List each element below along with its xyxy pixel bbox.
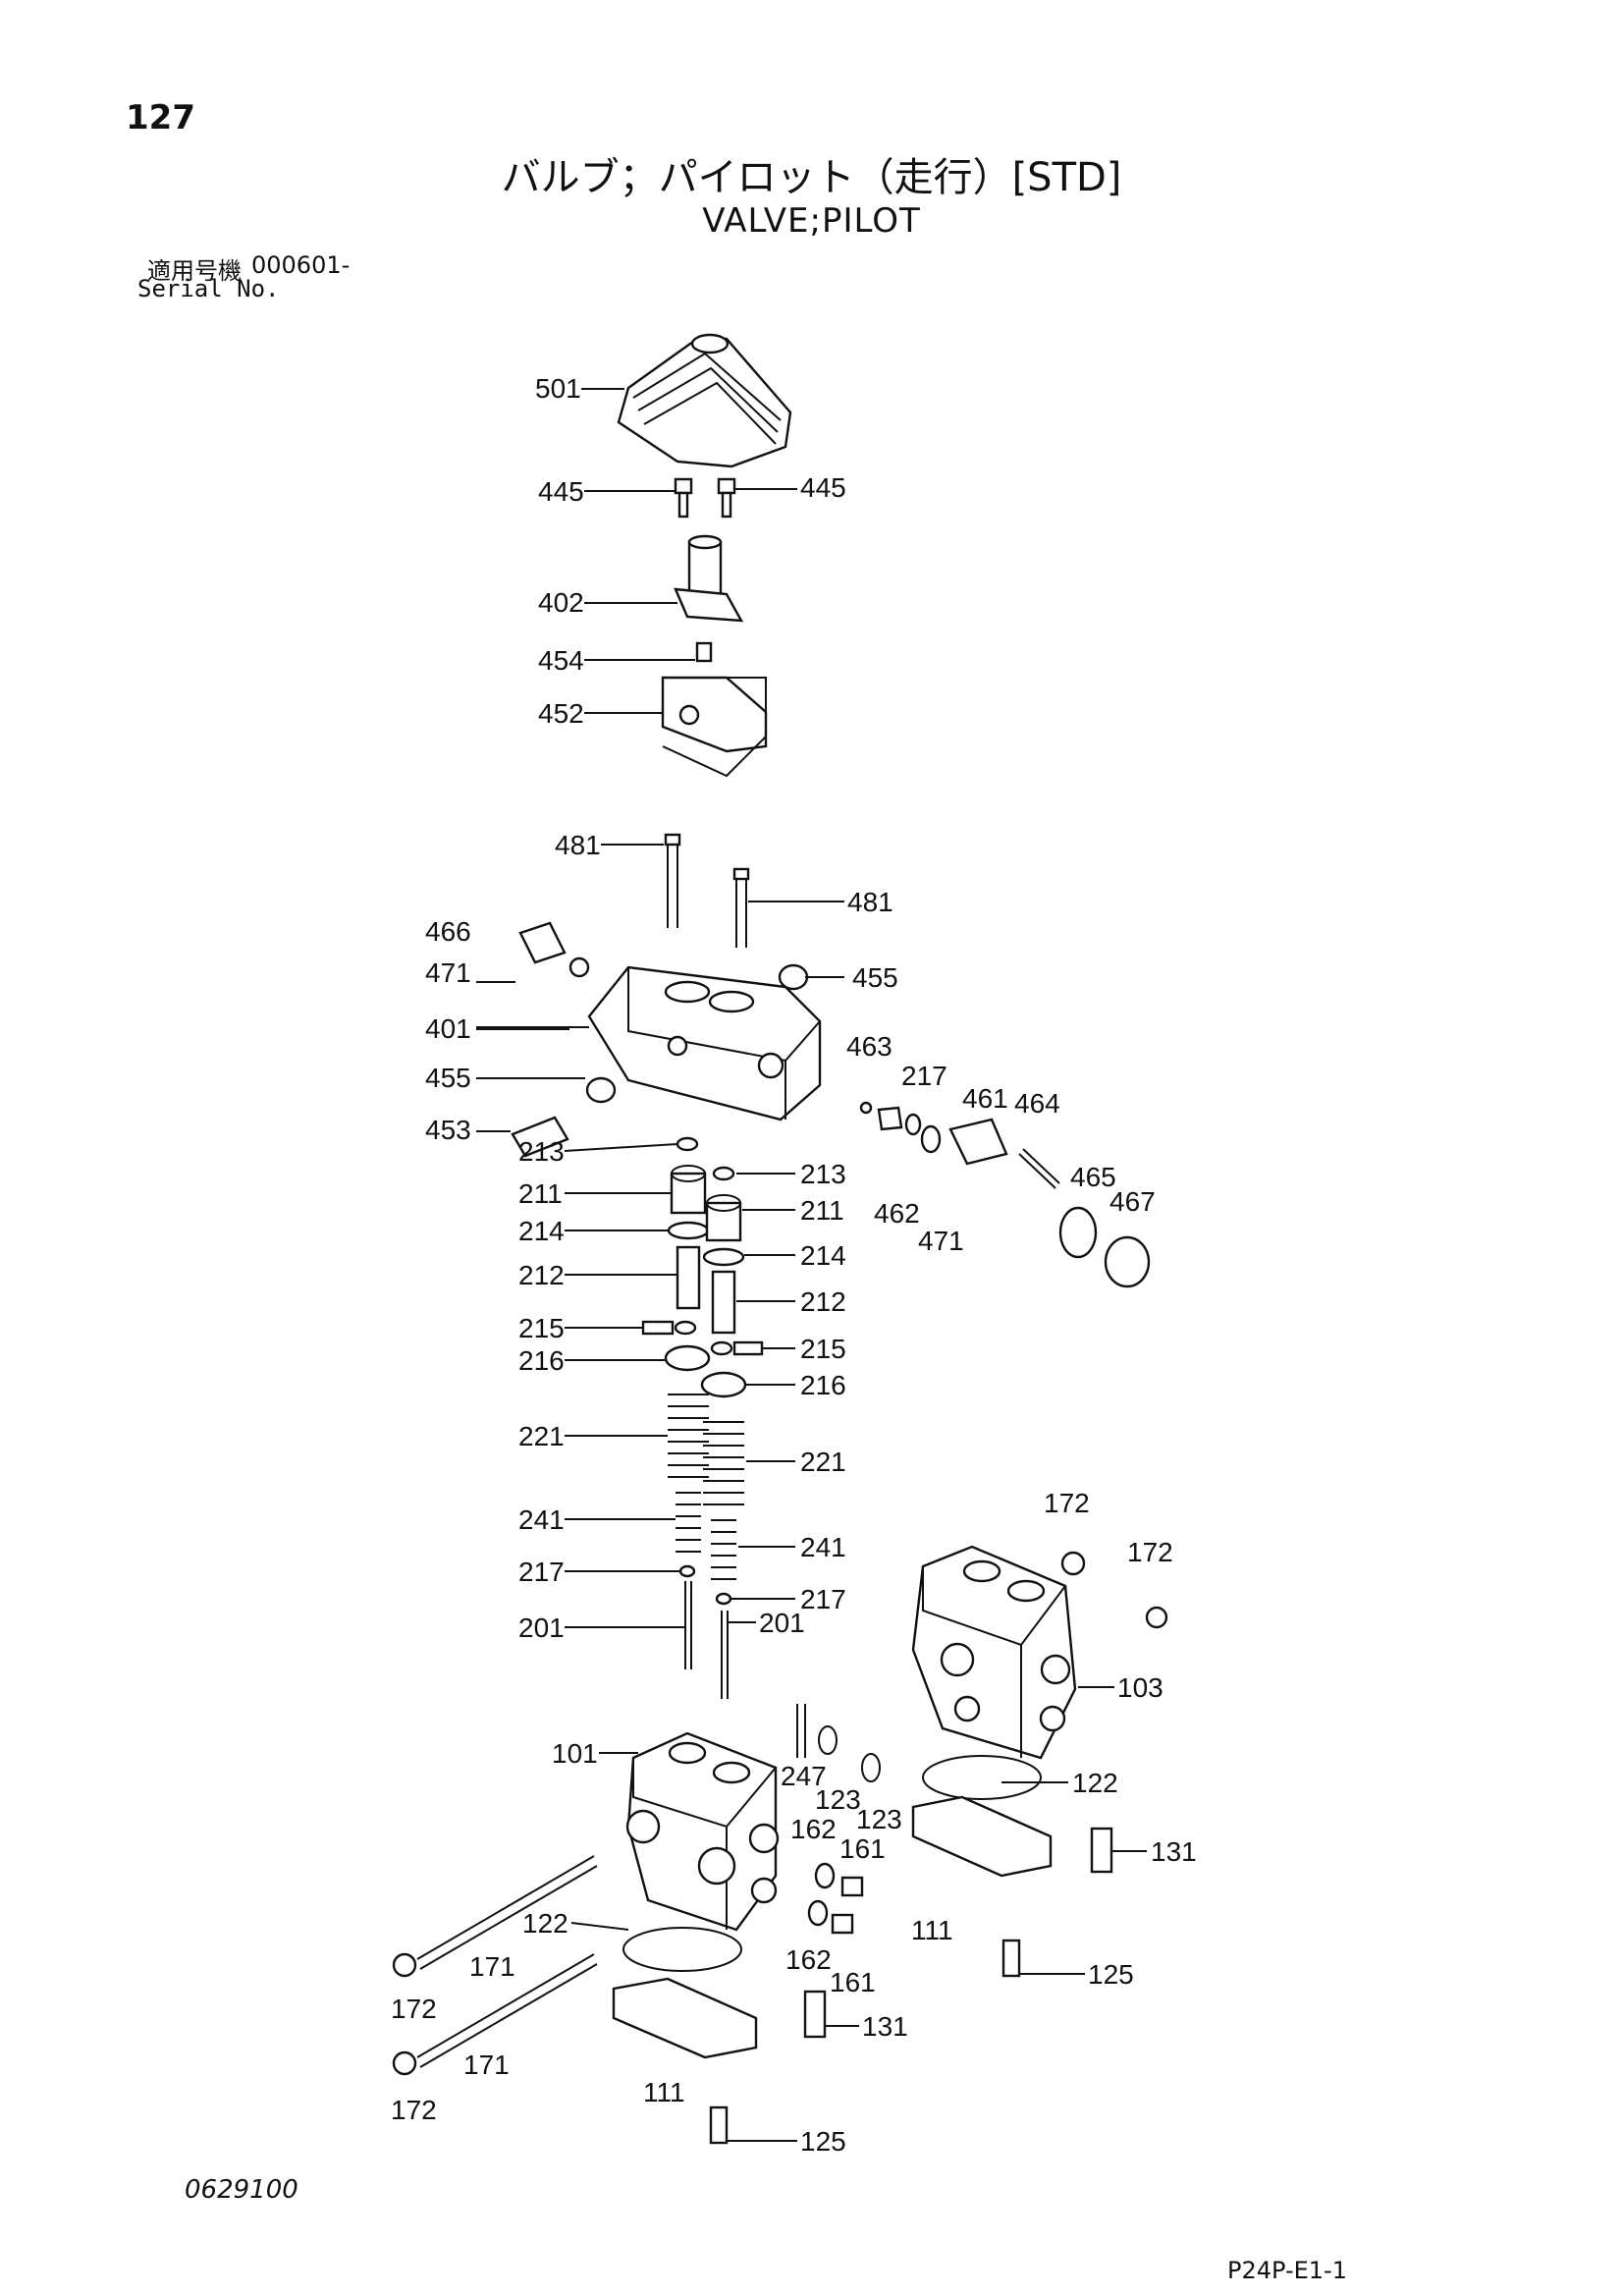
callout-161: 161 <box>830 1967 876 1997</box>
callout-162: 162 <box>790 1814 837 1844</box>
callout-172: 172 <box>391 1994 437 2024</box>
callout-454: 454 <box>538 645 584 676</box>
title-english: VALVE;PILOT <box>702 201 921 241</box>
callout-402: 402 <box>538 587 584 618</box>
callout-122: 122 <box>1072 1768 1118 1798</box>
callout-103: 103 <box>1117 1672 1163 1703</box>
callout-172: 172 <box>1044 1488 1090 1518</box>
callout-215: 215 <box>518 1313 565 1343</box>
callout-462: 462 <box>874 1198 920 1229</box>
callout-215: 215 <box>800 1334 846 1364</box>
page-code: P24P-E1-1 <box>1227 2257 1347 2284</box>
serial-label-japanese: 適用号機 <box>147 257 242 285</box>
serial-label-english: Serial No. <box>137 275 280 302</box>
callout-labels: 501 445 445 402 454 452 481 481 466 471 … <box>391 373 1197 2157</box>
callout-125: 125 <box>800 2126 846 2157</box>
callout-171: 171 <box>463 2050 510 2080</box>
callout-201: 201 <box>518 1613 565 1643</box>
spool-stack-left <box>641 1136 711 1669</box>
fitting-parts-46x <box>859 1101 1151 1288</box>
callout-481: 481 <box>555 830 601 860</box>
valve-body-part-101 <box>625 1731 780 1932</box>
callout-241: 241 <box>800 1532 846 1562</box>
title-japanese: バルブ；パイロット（走行）[STD] <box>501 155 1122 200</box>
serial-value: 000601- <box>251 251 351 279</box>
callout-247: 247 <box>781 1761 827 1791</box>
callout-455: 455 <box>425 1063 471 1093</box>
callout-171: 171 <box>469 1951 515 1982</box>
callout-123: 123 <box>815 1784 861 1815</box>
callout-471: 471 <box>918 1226 964 1256</box>
callout-216: 216 <box>518 1345 565 1376</box>
plug-parts <box>511 921 809 1158</box>
leader-lines <box>476 388 1147 2142</box>
callout-445: 445 <box>538 476 584 507</box>
handle-bracket-part <box>674 534 744 623</box>
callout-401: 401 <box>425 1013 471 1044</box>
callout-501: 501 <box>535 373 581 404</box>
callout-213: 213 <box>800 1159 846 1189</box>
callout-217: 217 <box>901 1061 947 1091</box>
callout-241: 241 <box>518 1504 565 1535</box>
callout-453: 453 <box>425 1115 471 1145</box>
callout-213: 213 <box>518 1136 565 1167</box>
callout-122: 122 <box>522 1908 568 1939</box>
callout-471: 471 <box>425 957 471 988</box>
callout-111: 111 <box>643 2077 685 2107</box>
callout-172: 172 <box>1127 1537 1173 1567</box>
housing-part-401 <box>587 965 822 1121</box>
bolt-parts-445 <box>674 477 736 519</box>
spool-stack-right <box>700 1166 764 1699</box>
callout-131: 131 <box>862 2011 908 2042</box>
callout-123: 123 <box>856 1804 902 1834</box>
callout-172: 172 <box>391 2095 437 2125</box>
boot-part <box>617 333 792 468</box>
callout-211: 211 <box>518 1178 563 1209</box>
document-number: 0629100 <box>185 2175 298 2205</box>
callout-467: 467 <box>1109 1186 1156 1217</box>
callout-221: 221 <box>518 1421 565 1451</box>
callout-481: 481 <box>847 887 893 917</box>
callout-464: 464 <box>1014 1088 1060 1119</box>
callout-221: 221 <box>800 1447 846 1477</box>
callout-101: 101 <box>552 1738 598 1769</box>
orings-and-plates <box>612 1704 1113 2145</box>
long-bolts-481 <box>664 833 750 948</box>
callout-217: 217 <box>800 1584 846 1614</box>
callout-466: 466 <box>425 916 471 947</box>
callout-212: 212 <box>518 1260 565 1290</box>
valve-body-part-103 <box>911 1545 1077 1760</box>
block-part-452 <box>661 641 768 778</box>
nut-parts-172 <box>392 1551 1168 2076</box>
callout-214: 214 <box>800 1240 846 1271</box>
callout-455: 455 <box>852 962 898 993</box>
callout-445: 445 <box>800 472 846 503</box>
callout-125: 125 <box>1088 1959 1134 1990</box>
callout-161: 161 <box>839 1833 886 1864</box>
callout-216: 216 <box>800 1370 846 1400</box>
callout-211: 211 <box>800 1195 844 1226</box>
callout-131: 131 <box>1151 1836 1197 1867</box>
tie-rods-171 <box>416 1855 598 2068</box>
callout-212: 212 <box>800 1286 846 1317</box>
callout-461: 461 <box>962 1083 1008 1114</box>
callout-162: 162 <box>785 1944 832 1975</box>
callout-452: 452 <box>538 698 584 729</box>
callout-214: 214 <box>518 1216 565 1246</box>
callout-217: 217 <box>518 1557 565 1587</box>
callout-465: 465 <box>1070 1162 1116 1192</box>
callout-111: 111 <box>911 1915 953 1945</box>
page-number: 127 <box>126 98 195 137</box>
callout-201: 201 <box>759 1608 805 1638</box>
callout-463: 463 <box>846 1031 893 1062</box>
